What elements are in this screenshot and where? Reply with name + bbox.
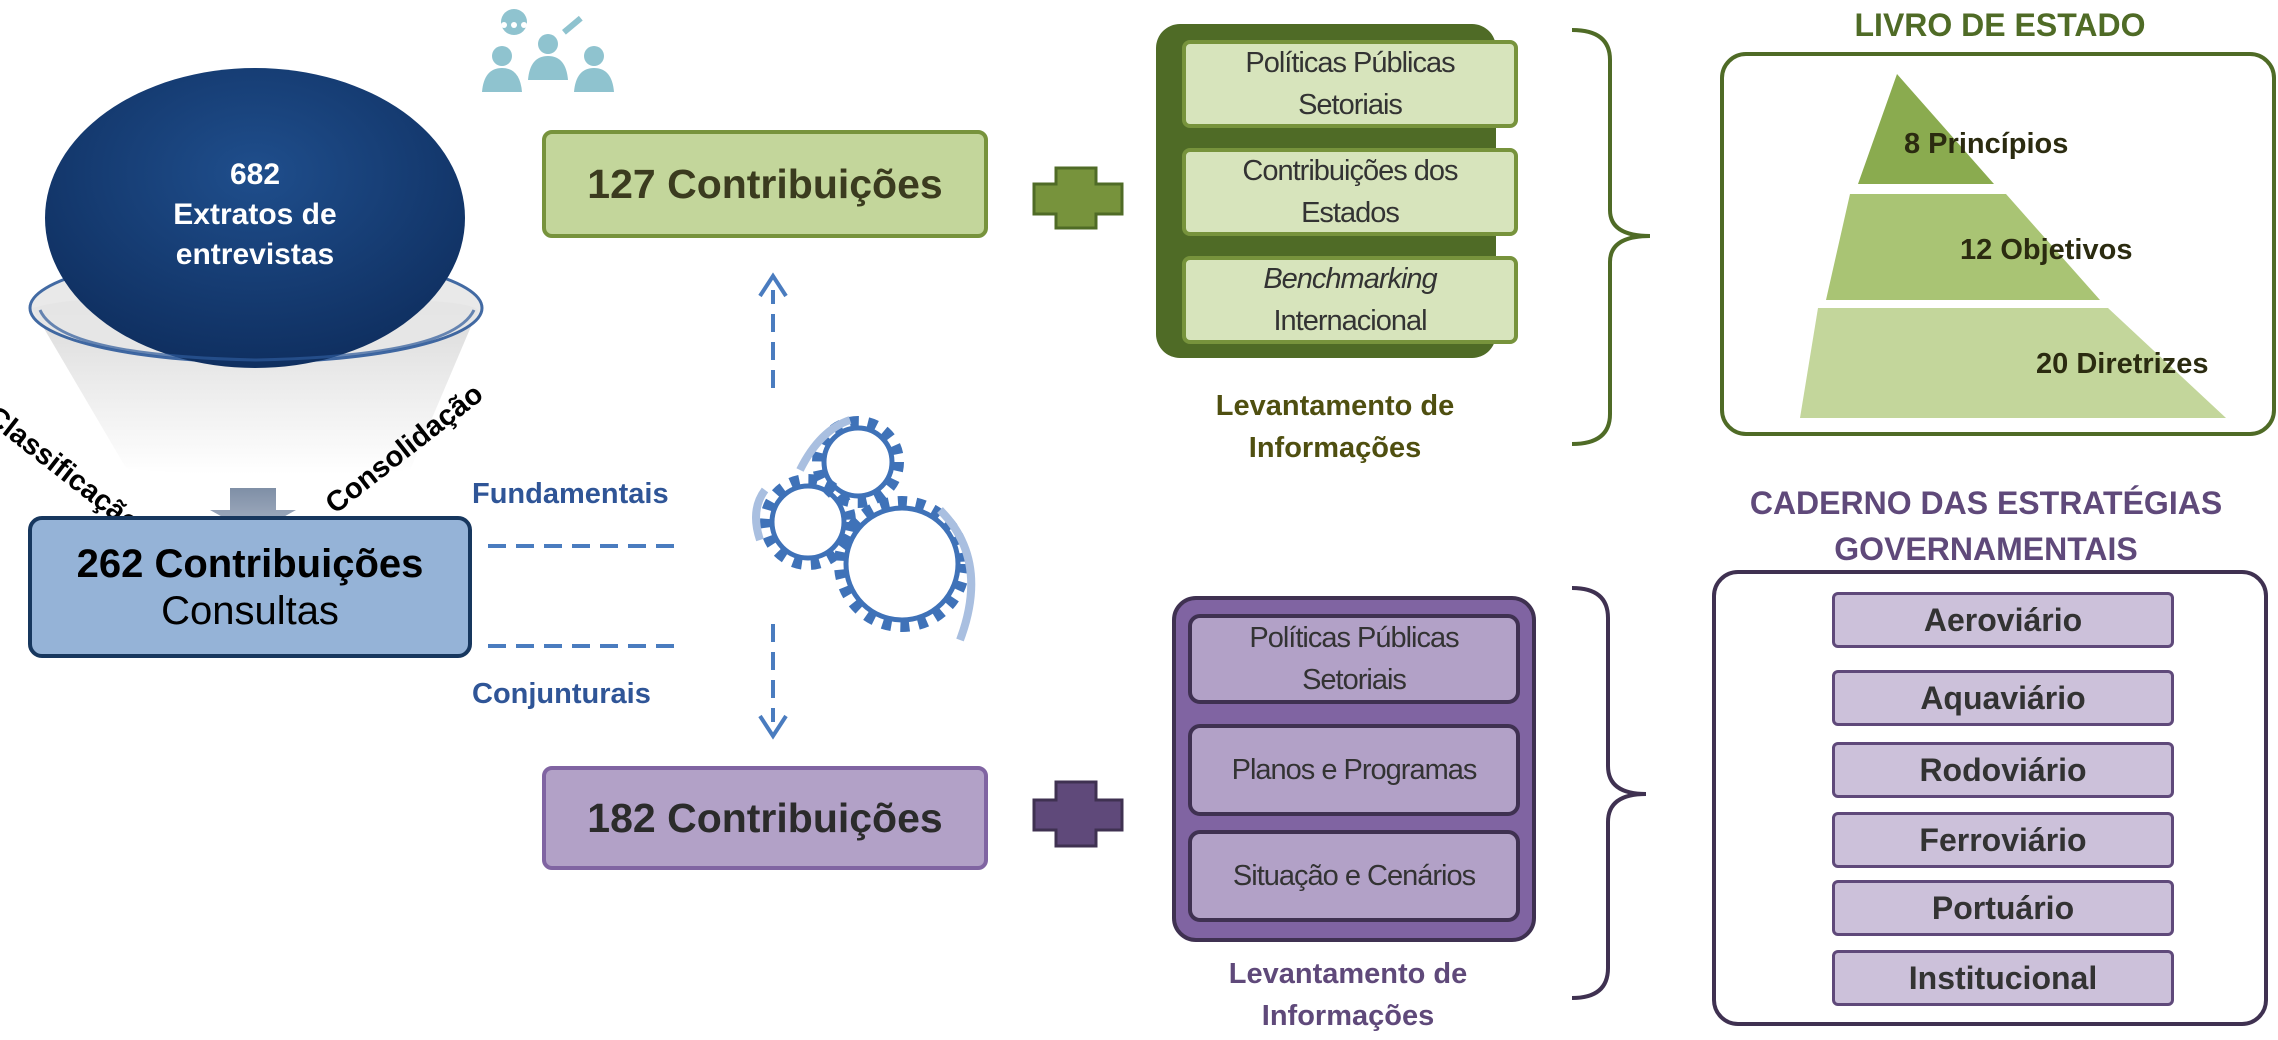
green-info-item-1-text: Políticas Públicas Setoriais: [1245, 47, 1455, 121]
green-info-item-3-italic: Benchmarking: [1263, 263, 1437, 295]
green-info-item-3: Benchmarking Internacional: [1182, 256, 1518, 344]
plus-icon-green: [1032, 166, 1124, 230]
livro-level-1-label: 8 Princípios: [1904, 128, 2069, 160]
livro-level-3-label: 20 Diretrizes: [2036, 348, 2209, 380]
caderno-item-aquaviario: Aquaviário: [1832, 670, 2174, 726]
green-info-item-1: Políticas Públicas Setoriais: [1182, 40, 1518, 128]
green-info-caption: Levantamento de Informações: [1215, 390, 1455, 464]
brace-green: [1571, 28, 1651, 446]
plus-icon-purple: [1032, 780, 1124, 848]
livro-level-2-label: 12 Objetivos: [1960, 234, 2133, 266]
caderno-title: CADERNO DAS ESTRATÉGIAS GOVERNAMENTAIS: [1749, 485, 2223, 567]
green-info-item-2-text: Contribuições dos Estados: [1242, 155, 1458, 229]
caderno-item-rodoviario: Rodoviário: [1832, 742, 2174, 798]
caderno-box: [1712, 570, 2268, 1026]
caderno-item-ferroviario: Ferroviário: [1832, 812, 2174, 868]
pyramid-level-2: [1826, 194, 2100, 300]
pyramid-level-1: [1858, 74, 1994, 184]
people-icon: [482, 9, 614, 92]
extratos-label: Extratos de entrevistas: [173, 198, 337, 271]
purple-info-caption: Levantamento de Informações: [1228, 958, 1468, 1032]
caderno-item-institucional: Institucional: [1832, 950, 2174, 1006]
purple-contrib-box: 182 Contribuições: [542, 766, 988, 870]
fundamentais-label: Fundamentais: [472, 478, 669, 510]
purple-info-item-2: Planos e Programas: [1188, 724, 1520, 816]
gears-icon: [752, 416, 976, 642]
consultas-subtitle: Consultas: [161, 589, 339, 633]
green-contrib-box: 127 Contribuições: [542, 130, 988, 238]
livro-box: [1720, 52, 2276, 436]
green-info-item-2: Contribuições dos Estados: [1182, 148, 1518, 236]
funnel-down-arrow: [210, 488, 296, 534]
pyramid-level-3: [1800, 308, 2226, 418]
arrow-up-head: [758, 272, 788, 298]
consultas-title: 262 Contribuições: [76, 542, 424, 586]
caderno-item-portuario: Portuário: [1832, 880, 2174, 936]
extratos-text: 682 Extratos de entrevistas: [110, 140, 400, 290]
purple-info-item-1: Políticas Públicas Setoriais: [1188, 614, 1520, 704]
brace-purple: [1571, 586, 1647, 1000]
connector-lines: [488, 290, 775, 722]
livro-title: LIVRO DE ESTADO: [1854, 6, 2146, 43]
extratos-oval: [45, 68, 465, 368]
purple-info-item-1-text: Políticas Públicas Setoriais: [1249, 622, 1459, 696]
pyramid: [1800, 74, 2226, 418]
extratos-count: 682: [229, 158, 281, 191]
arrow-down-head: [758, 714, 788, 740]
caderno-item-aeroviario: Aeroviário: [1832, 592, 2174, 648]
green-info-item-3-text: Internacional: [1273, 305, 1427, 337]
consultas-box: 262 Contribuições Consultas: [28, 516, 472, 658]
conjunturais-label: Conjunturais: [472, 678, 651, 710]
purple-info-item-3: Situação e Cenários: [1188, 830, 1520, 922]
